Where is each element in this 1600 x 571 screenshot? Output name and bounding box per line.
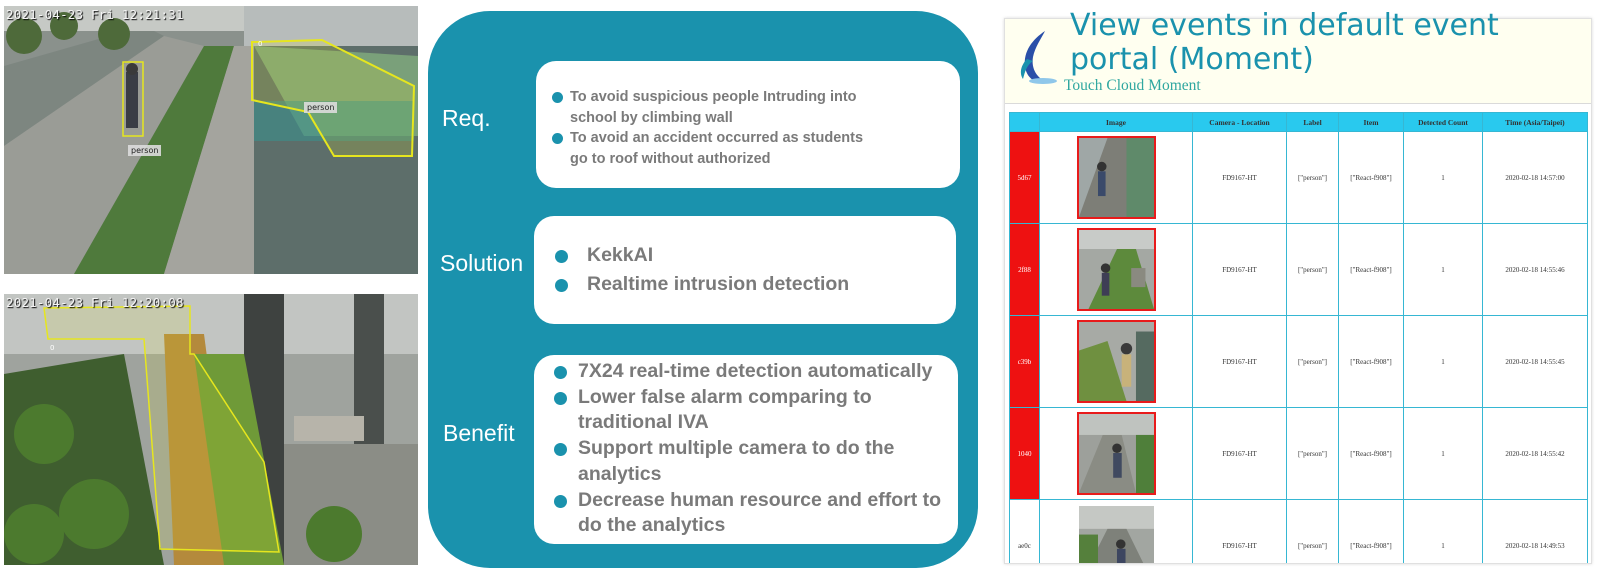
event-thumbnail[interactable] (1076, 136, 1156, 219)
time-cell: 2020-02-18 14:55:45 (1482, 315, 1588, 408)
column-header[interactable]: Image (1039, 112, 1193, 132)
solution-item: Realtime intrusion detection (554, 270, 944, 299)
solution-label: Solution (440, 250, 524, 276)
label-cell: ["person"] (1286, 223, 1339, 316)
zone-label: 0 (258, 40, 263, 48)
event-id-cell[interactable]: 5d67 (1009, 131, 1040, 224)
benefit-item: Lower false alarm comparing to tradition… (554, 385, 950, 436)
column-header[interactable]: Camera - Location (1192, 112, 1287, 132)
benefit-card: 7X24 real-time detection automatically L… (534, 355, 958, 544)
column-header (1009, 112, 1040, 132)
table-row[interactable]: 5d67 FD9167-HT ["person"] ["React-f908"]… (1009, 131, 1588, 224)
column-header[interactable]: Label (1286, 112, 1339, 132)
camera-2-scene (4, 294, 418, 565)
event-id-cell[interactable]: ae0c (1009, 499, 1040, 563)
camera-location-cell: FD9167-HT (1192, 315, 1287, 408)
event-image-cell[interactable] (1039, 223, 1193, 316)
camera-location-cell: FD9167-HT (1192, 499, 1287, 563)
table-header-row: Image Camera - Location Label Item Detec… (1009, 112, 1588, 132)
camera-1-timestamp: 2021-04-23 Fri 12:21:31 (6, 7, 184, 22)
item-cell: ["React-f908"] (1338, 131, 1404, 224)
benefit-item: Decrease human resource and effort to do… (554, 488, 950, 539)
column-header[interactable]: Time (Asia/Taipei) (1482, 112, 1588, 132)
detected-count-cell: 1 (1403, 315, 1483, 408)
column-header[interactable]: Detected Count (1403, 112, 1483, 132)
zone-label: person (304, 102, 338, 113)
detected-count-cell: 1 (1403, 499, 1483, 563)
camera-feed-1: 2021-04-23 Fri 12:21:31 person 0 person (4, 6, 418, 274)
req-item: To avoid suspicious people Intruding int… (552, 87, 872, 128)
time-cell: 2020-02-18 14:49:53 (1482, 499, 1588, 563)
camera-location-cell: FD9167-HT (1192, 131, 1287, 224)
req-label: Req. (442, 105, 491, 131)
event-image-cell[interactable] (1039, 315, 1193, 408)
table-row[interactable]: ae0c FD9167-HT ["person"] ["React-f908"]… (1009, 499, 1588, 563)
event-image-cell[interactable] (1039, 407, 1193, 500)
label-cell: ["person"] (1286, 499, 1339, 563)
item-cell: ["React-f908"] (1338, 223, 1404, 316)
label-cell: ["person"] (1286, 407, 1339, 500)
detected-count-cell: 1 (1403, 407, 1483, 500)
solution-overview-panel: Req. To avoid suspicious people Intrudin… (428, 11, 978, 568)
camera-location-cell: FD9167-HT (1192, 407, 1287, 500)
solution-item: KekkAI (554, 241, 944, 270)
logo-text: Touch Cloud Moment (1064, 77, 1201, 94)
camera-2-timestamp: 2021-04-23 Fri 12:20:08 (6, 295, 184, 310)
events-table: Image Camera - Location Label Item Detec… (1009, 112, 1588, 563)
table-row[interactable]: 2f88 FD9167-HT ["person"] ["React-f908"]… (1009, 223, 1588, 316)
benefit-item: 7X24 real-time detection automatically (554, 359, 950, 385)
zone-label: 0 (50, 344, 55, 352)
detection-label: person (128, 145, 162, 156)
solution-list: KekkAI Realtime intrusion detection (554, 241, 944, 299)
event-thumbnail[interactable] (1076, 412, 1156, 495)
column-header[interactable]: Item (1338, 112, 1404, 132)
time-cell: 2020-02-18 14:55:46 (1482, 223, 1588, 316)
detected-count-cell: 1 (1403, 131, 1483, 224)
event-id-cell[interactable]: 2f88 (1009, 223, 1040, 316)
portal-header: Touch Cloud Moment (1005, 19, 1591, 104)
benefit-list: 7X24 real-time detection automatically L… (554, 359, 950, 539)
touch-cloud-logo-icon (1020, 31, 1057, 84)
camera-feed-2: 2021-04-23 Fri 12:20:08 0 (4, 294, 418, 565)
table-row[interactable]: c39b FD9167-HT ["person"] ["React-f908"]… (1009, 315, 1588, 408)
camera-location-cell: FD9167-HT (1192, 223, 1287, 316)
item-cell: ["React-f908"] (1338, 315, 1404, 408)
event-thumbnail[interactable] (1076, 228, 1156, 311)
item-cell: ["React-f908"] (1338, 499, 1404, 563)
label-cell: ["person"] (1286, 131, 1339, 224)
event-thumbnail[interactable] (1077, 504, 1156, 563)
time-cell: 2020-02-18 14:57:00 (1482, 131, 1588, 224)
time-cell: 2020-02-18 14:55:42 (1482, 407, 1588, 500)
event-id-cell[interactable]: c39b (1009, 315, 1040, 408)
event-image-cell[interactable] (1039, 499, 1193, 563)
event-thumbnail[interactable] (1076, 320, 1156, 403)
event-id-cell[interactable]: 1040 (1009, 407, 1040, 500)
event-portal-window: Touch Cloud Moment Image Camera - Locati… (1004, 18, 1592, 564)
camera-1-scene (4, 6, 418, 274)
page-headline: View events in default event portal (Mom… (1070, 8, 1499, 77)
item-cell: ["React-f908"] (1338, 407, 1404, 500)
req-item: To avoid an accident occurred as student… (552, 128, 872, 169)
benefit-item: Support multiple camera to do the analyt… (554, 436, 950, 487)
event-image-cell[interactable] (1039, 131, 1193, 224)
table-row[interactable]: 1040 FD9167-HT ["person"] ["React-f908"]… (1009, 407, 1588, 500)
benefit-label: Benefit (443, 420, 515, 446)
label-cell: ["person"] (1286, 315, 1339, 408)
req-card: To avoid suspicious people Intruding int… (536, 61, 960, 188)
solution-card: KekkAI Realtime intrusion detection (534, 216, 956, 324)
detected-count-cell: 1 (1403, 223, 1483, 316)
req-list: To avoid suspicious people Intruding int… (552, 87, 872, 169)
